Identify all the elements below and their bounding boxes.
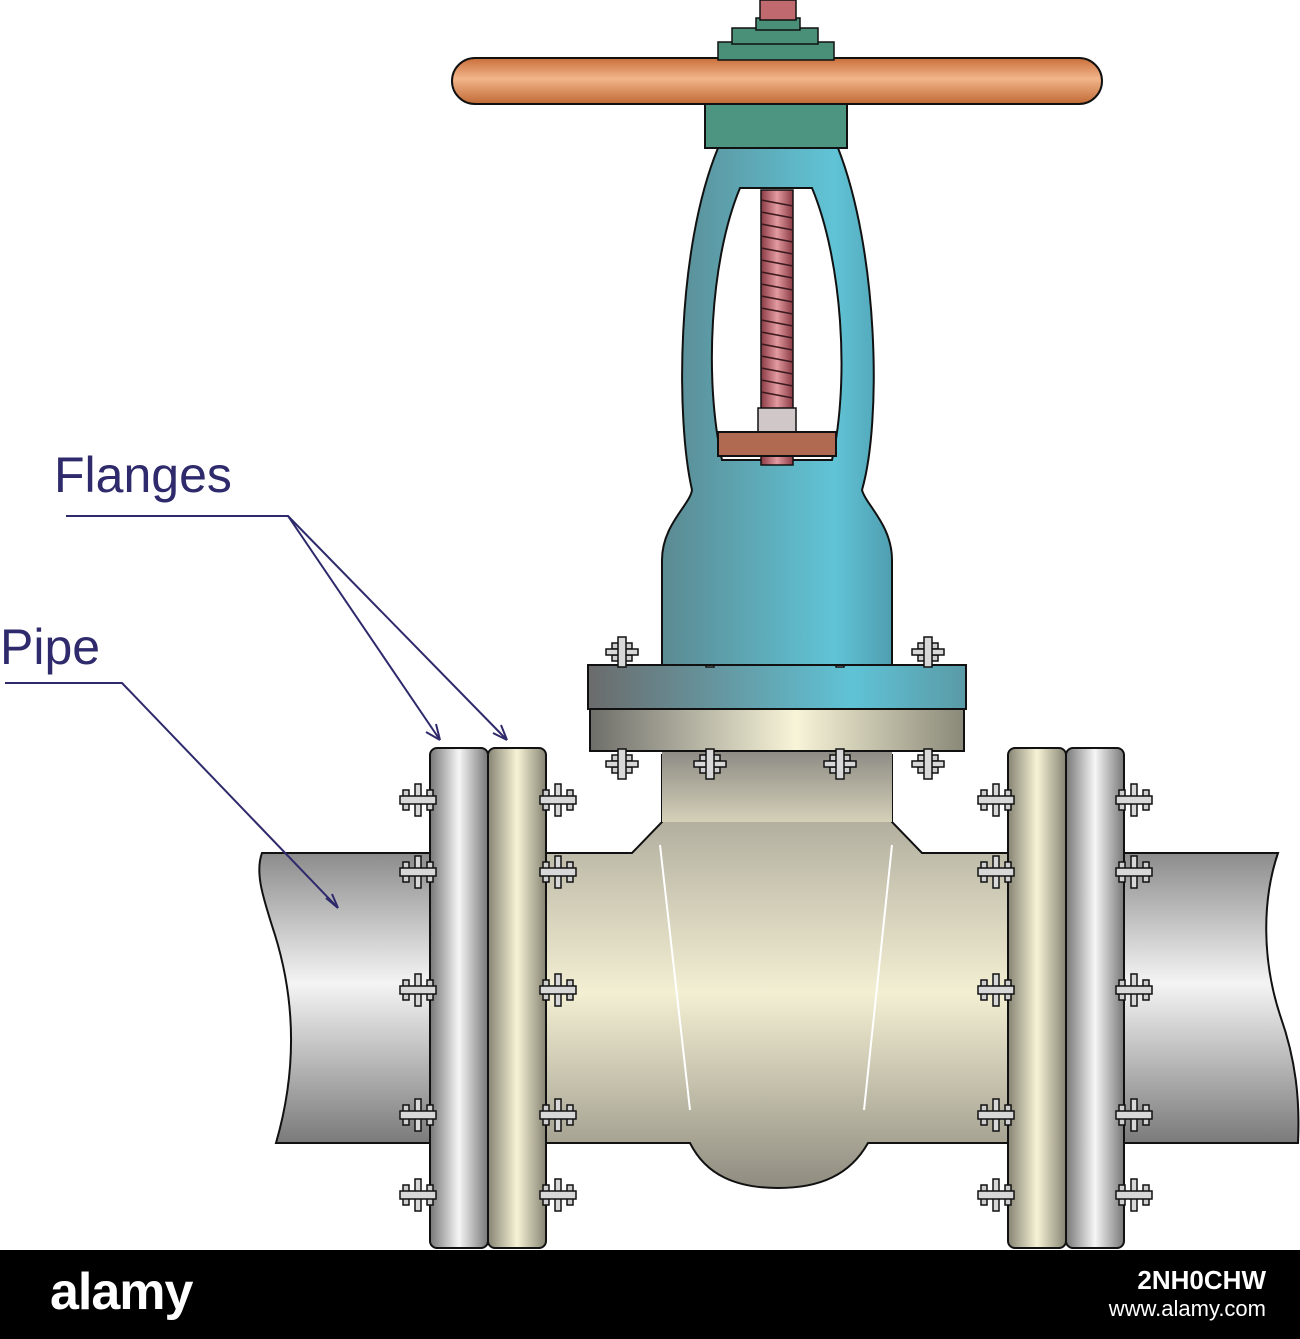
flange-left-outer <box>429 747 489 1249</box>
pipe-right <box>1119 852 1300 1144</box>
handwheel-hub <box>704 99 848 149</box>
bonnet-flange-top <box>587 664 967 710</box>
image-id: 2NH0CHW <box>1137 1265 1266 1295</box>
bonnet-flange-bottom <box>589 708 965 752</box>
stem-collar <box>717 431 837 457</box>
watermark-footer: alamy 2NH0CHW www.alamy.com <box>0 1250 1300 1339</box>
gate-valve-illustration <box>5 0 1300 1249</box>
flange-right-inner <box>1007 747 1067 1249</box>
handwheel <box>451 57 1103 105</box>
pipe-leader <box>5 682 339 909</box>
flange-right-outer <box>1065 747 1125 1249</box>
stem-nut <box>757 407 797 433</box>
pipe-left <box>258 852 433 1144</box>
alamy-logo: alamy <box>50 1263 193 1321</box>
source-url: www.alamy.com <box>1108 1296 1266 1321</box>
stem-threads <box>760 199 794 399</box>
pipe-label: Pipe <box>0 619 101 675</box>
flanges-label: Flanges <box>54 447 232 503</box>
flange-left-inner <box>487 747 547 1249</box>
handwheel-nut <box>717 0 835 61</box>
flanges-leader <box>66 515 508 741</box>
